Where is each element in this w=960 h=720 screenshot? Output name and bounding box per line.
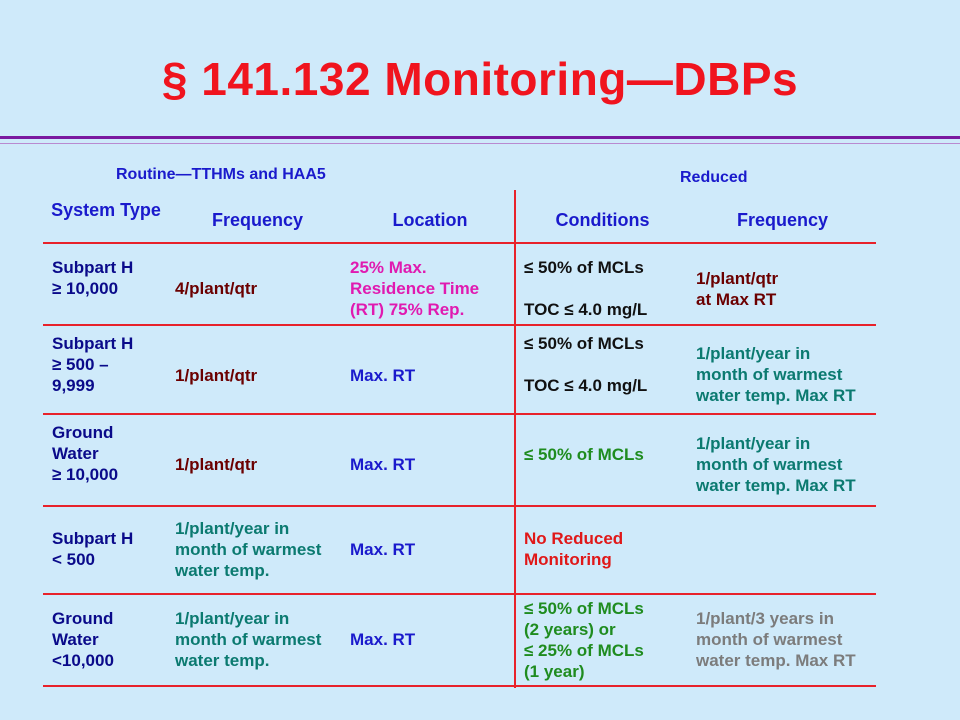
row2-frequency: 1/plant/qtr (175, 366, 258, 385)
table-rule (43, 505, 876, 507)
row5-location: Max. RT (350, 630, 416, 649)
row1-location: 25% Max.Residence Time(RT) 75% Rep. (350, 258, 480, 319)
row3-frequency: 1/plant/qtr (175, 455, 258, 474)
row3-conditions: ≤ 50% of MCLs (524, 445, 644, 464)
row1-frequency: 4/plant/qtr (175, 279, 258, 298)
title-divider (0, 136, 960, 139)
header-system-type: System Type (51, 200, 161, 220)
header-frequency-reduced: Frequency (736, 210, 829, 230)
table-rule (43, 685, 876, 687)
page-title: § 141.132 Monitoring—DBPs (161, 53, 799, 105)
table-rule (43, 324, 876, 326)
row2-location: Max. RT (350, 366, 416, 385)
row4-system-type: Subpart H< 500 (52, 529, 134, 569)
reduced-group-label: Reduced (680, 169, 748, 186)
header-location: Location (392, 210, 468, 230)
table-rule (43, 413, 876, 415)
title-divider-thin (0, 143, 960, 144)
table-divider-vertical (514, 190, 516, 688)
header-conditions: Conditions (555, 210, 650, 230)
routine-group-label: Routine—TTHMs and HAA5 (116, 166, 326, 183)
header-frequency-routine: Frequency (211, 210, 304, 230)
table-rule (43, 242, 876, 244)
row5-conditions: ≤ 50% of MCLs(2 years) or≤ 25% of MCLs(1… (524, 599, 644, 681)
row1-conditions: ≤ 50% of MCLs TOC ≤ 4.0 mg/L (524, 258, 648, 319)
row2-conditions: ≤ 50% of MCLs TOC ≤ 4.0 mg/L (524, 334, 648, 395)
table-rule (43, 593, 876, 595)
row3-location: Max. RT (350, 455, 416, 474)
row1-system-type: Subpart H≥ 10,000 (52, 258, 134, 298)
row2-system-type: Subpart H≥ 500 –9,999 (52, 334, 134, 395)
row4-location: Max. RT (350, 540, 416, 559)
